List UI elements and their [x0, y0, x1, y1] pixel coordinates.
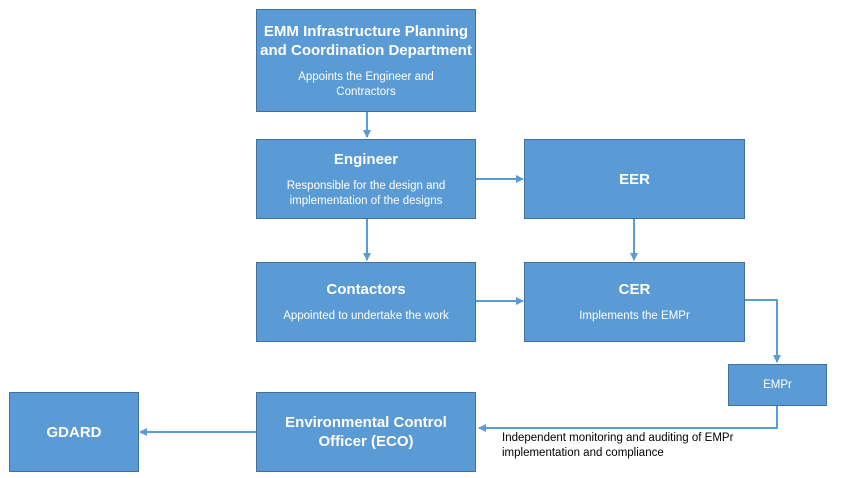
arrow-cer-to-empr	[745, 299, 781, 363]
eer-title: EER	[619, 170, 650, 188]
contactors-box: Contactors Appointed to undertake the wo…	[256, 262, 476, 342]
cer-title: CER	[618, 281, 651, 298]
arrow-empr-to-eco	[478, 406, 778, 432]
engineer-box: Engineer Responsible for the design and …	[256, 139, 476, 219]
gdard-title: GDARD	[46, 423, 102, 441]
empr-title: EMPr	[763, 378, 792, 391]
engineer-title: Engineer	[333, 150, 399, 168]
gdard-box: GDARD	[9, 392, 139, 472]
contactors-desc: Appointed to undertake the work	[283, 310, 449, 322]
eco-title: Environmental Control Officer (ECO)	[285, 414, 447, 450]
empr-box: EMPr	[728, 364, 827, 406]
eco-box: Environmental Control Officer (ECO)	[256, 392, 476, 472]
emm-department-title: EMM Infrastructure Planning and Coordina…	[260, 22, 472, 59]
eer-box: EER	[524, 139, 745, 219]
emm-department-desc: Appoints the Engineer and Contractors	[298, 70, 434, 98]
contactors-title: Contactors	[326, 281, 406, 298]
engineer-desc: Responsible for the design and implement…	[286, 179, 446, 207]
cer-box: CER Implements the EMPr	[524, 262, 745, 342]
cer-desc: Implements the EMPr	[579, 310, 690, 322]
emm-department-box: EMM Infrastructure Planning and Coordina…	[256, 9, 476, 112]
monitoring-note: Independent monitoring and auditing of E…	[502, 432, 734, 459]
